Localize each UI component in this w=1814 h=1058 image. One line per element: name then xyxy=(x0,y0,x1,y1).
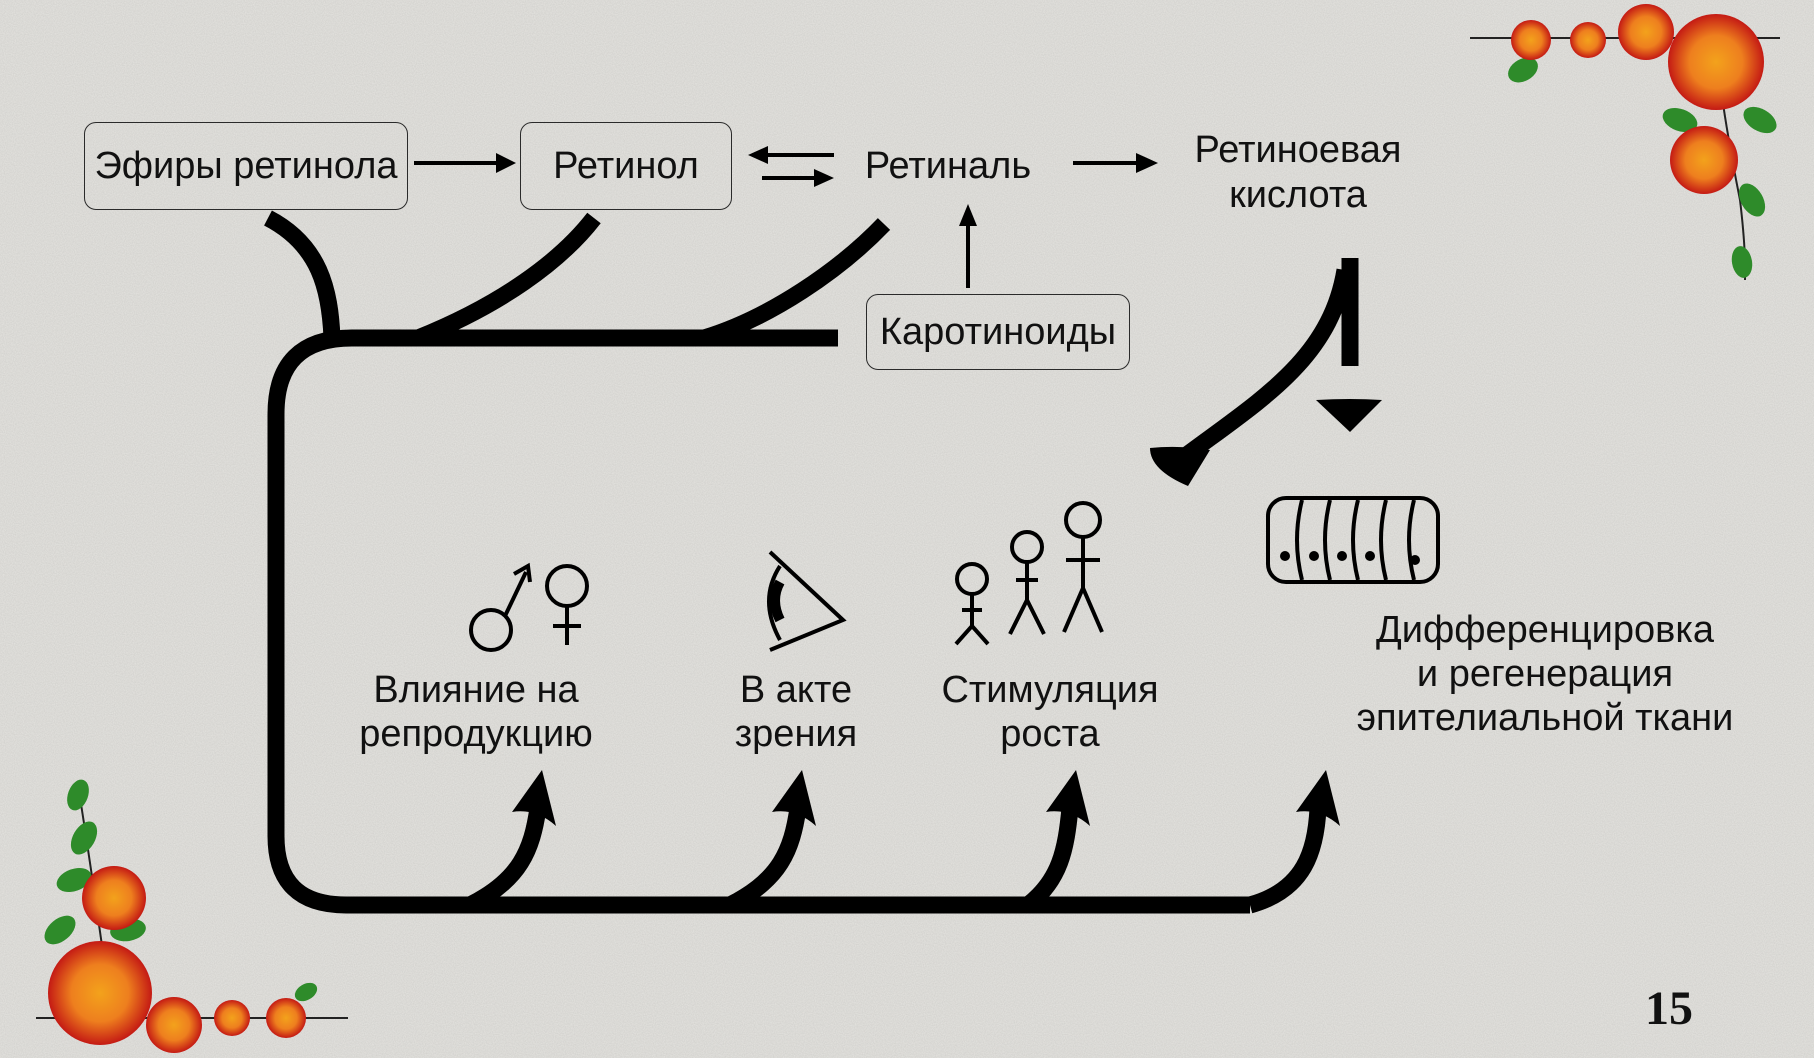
effect-vision-line-2: зрения xyxy=(734,713,858,756)
apple-branch-top-right xyxy=(1470,4,1780,281)
node-retinal-label: Ретиналь xyxy=(864,145,1032,187)
effect-epithelium-line-3: эпителиальной ткани xyxy=(1356,697,1734,740)
branch-to-growth xyxy=(1022,807,1079,912)
effect-vision-line-1: В акте xyxy=(739,669,853,711)
node-retinal: Ретиналь xyxy=(842,144,1054,189)
branch-to-reproduction xyxy=(466,806,547,913)
node-retinoic-acid: Ретиноевая кислота xyxy=(1170,128,1426,218)
eye-icon xyxy=(767,550,847,652)
node-retinoic-acid-line-2: кислота xyxy=(1229,173,1367,216)
epithelial-cells-icon xyxy=(1266,496,1440,584)
effect-epithelium: Дифференцировка и регенерация эпителиаль… xyxy=(1320,608,1770,740)
effect-epithelium-line-2: и регенерация xyxy=(1416,653,1674,696)
retinoic-acid-curve xyxy=(1174,268,1354,467)
effect-epithelium-line-1: Дифференцировка xyxy=(1376,609,1714,651)
pathway-arrows xyxy=(414,146,1158,288)
effect-growth: Стимуляция роста xyxy=(920,668,1180,756)
female-symbol-icon xyxy=(545,564,589,645)
page-number: 15 xyxy=(1645,982,1693,1035)
effect-growth-line-1: Стимуляция xyxy=(941,669,1159,711)
branch-to-epithelium xyxy=(1247,807,1327,914)
node-carotenoids: Каротиноиды xyxy=(866,294,1130,370)
node-retinoic-acid-line-1: Ретиноевая xyxy=(1194,129,1402,171)
branch-from-esters xyxy=(263,210,341,339)
apple-branch-bottom-left xyxy=(36,779,348,1053)
effect-growth-line-2: роста xyxy=(1000,713,1100,756)
main-loop xyxy=(267,329,1250,914)
node-retinol-esters-label: Эфиры ретинола xyxy=(94,145,398,187)
thick-arrowheads xyxy=(512,399,1382,826)
node-retinol-esters: Эфиры ретинола xyxy=(84,122,408,210)
thick-flow-lines xyxy=(263,210,1359,914)
node-retinol: Ретинол xyxy=(520,122,732,210)
node-carotenoids-label: Каротиноиды xyxy=(879,311,1117,353)
effect-reproduction: Влияние на репродукцию xyxy=(336,668,616,756)
effect-vision: В акте зрения xyxy=(686,668,906,756)
branch-to-vision xyxy=(726,806,807,913)
node-retinol-label: Ретинол xyxy=(553,145,699,187)
stick-figures-growth-icon xyxy=(954,501,1104,646)
effect-reproduction-line-1: Влияние на xyxy=(373,669,579,711)
effect-reproduction-line-2: репродукцию xyxy=(359,713,593,756)
branch-from-retinol xyxy=(414,212,601,346)
branch-from-retinal xyxy=(701,218,891,347)
male-symbol-icon xyxy=(469,562,532,652)
